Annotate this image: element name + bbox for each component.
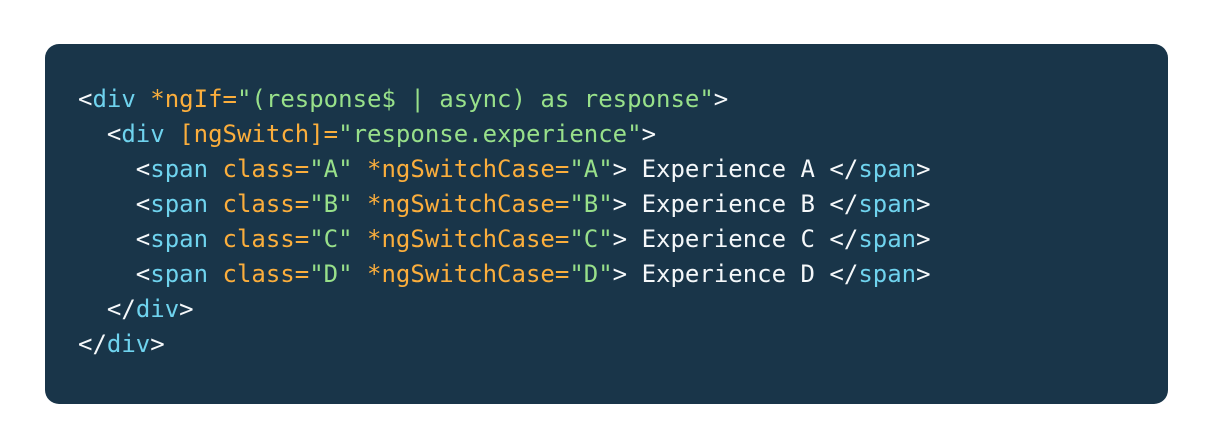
code-token-punct: >	[612, 260, 628, 288]
code-token-tag: span	[150, 190, 209, 218]
code-token-attr: *ngSwitchCase=	[367, 260, 570, 288]
code-token-plain	[78, 295, 107, 323]
code-token-string: "A"	[309, 155, 353, 183]
code-token-tag: span	[858, 225, 917, 253]
code-token-punct: </	[829, 260, 859, 288]
code-token-string: "B"	[569, 190, 613, 218]
code-token-tag: span	[150, 155, 209, 183]
code-token-punct: >	[612, 225, 628, 253]
code-token-punct: >	[916, 225, 931, 253]
code-token-string: "C"	[309, 225, 353, 253]
code-token-plain: Experience D	[627, 260, 830, 288]
code-token-punct: >	[179, 295, 194, 323]
code-token-attr: *ngSwitchCase=	[367, 155, 570, 183]
code-token-string: "(response$ | async) as response"	[236, 85, 714, 113]
code-token-plain	[353, 155, 367, 183]
code-token-punct: >	[641, 120, 657, 148]
code-line: </div>	[78, 327, 1148, 362]
code-token-plain	[165, 120, 179, 148]
code-token-attr: [ngSwitch]=	[179, 120, 339, 148]
code-line: </div>	[78, 292, 1148, 327]
code-token-punct: </	[106, 295, 136, 323]
code-token-punct: </	[829, 155, 859, 183]
code-token-attr: class=	[222, 225, 310, 253]
code-token-plain: Experience B	[627, 190, 830, 218]
code-token-attr: *ngIf=	[150, 85, 237, 113]
code-token-string: "D"	[309, 260, 353, 288]
code-token-plain	[136, 85, 150, 113]
code-token-plain	[353, 260, 367, 288]
code-token-plain	[78, 190, 136, 218]
code-token-punct: <	[135, 225, 151, 253]
code-token-punct: >	[612, 190, 628, 218]
code-token-attr: *ngSwitchCase=	[367, 225, 570, 253]
code-token-string: "response.experience"	[338, 120, 642, 148]
code-snippet-card: <div *ngIf="(response$ | async) as respo…	[45, 44, 1168, 404]
code-token-plain	[353, 225, 367, 253]
code-token-tag: div	[92, 85, 136, 113]
code-token-string: "D"	[569, 260, 613, 288]
code-token-punct: <	[106, 120, 122, 148]
code-token-string: "C"	[569, 225, 613, 253]
code-token-punct: >	[713, 85, 729, 113]
code-token-punct: <	[135, 155, 151, 183]
code-token-tag: div	[106, 330, 151, 358]
code-token-string: "A"	[569, 155, 613, 183]
code-token-punct: <	[78, 85, 93, 113]
code-line: <span class="A" *ngSwitchCase="A"> Exper…	[78, 152, 1148, 187]
code-token-punct: <	[135, 260, 151, 288]
code-token-punct: >	[916, 190, 931, 218]
code-token-tag: div	[135, 295, 180, 323]
code-token-plain	[208, 190, 222, 218]
code-token-punct: </	[829, 190, 859, 218]
code-token-plain	[208, 260, 222, 288]
code-token-plain	[78, 260, 136, 288]
code-token-tag: span	[150, 260, 209, 288]
code-token-tag: span	[150, 225, 209, 253]
code-token-plain	[208, 225, 222, 253]
code-token-attr: class=	[222, 155, 310, 183]
code-token-punct: </	[78, 330, 107, 358]
code-token-tag: span	[858, 155, 917, 183]
code-token-attr: class=	[222, 190, 310, 218]
code-line: <span class="C" *ngSwitchCase="C"> Exper…	[78, 222, 1148, 257]
code-token-tag: div	[121, 120, 165, 148]
code-token-plain	[353, 190, 367, 218]
code-token-attr: class=	[222, 260, 310, 288]
code-line: <span class="B" *ngSwitchCase="B"> Exper…	[78, 187, 1148, 222]
code-token-punct: >	[150, 330, 165, 358]
code-token-plain: Experience A	[627, 155, 830, 183]
code-token-plain	[208, 155, 222, 183]
code-token-plain: Experience C	[627, 225, 830, 253]
code-token-plain	[78, 225, 136, 253]
code-token-attr: *ngSwitchCase=	[367, 190, 570, 218]
code-line: <div [ngSwitch]="response.experience">	[78, 117, 1148, 152]
code-token-punct: >	[916, 260, 931, 288]
code-token-tag: span	[858, 190, 917, 218]
code-token-plain	[78, 155, 136, 183]
code-line: <div *ngIf="(response$ | async) as respo…	[78, 82, 1148, 117]
code-token-plain	[78, 120, 107, 148]
code-token-string: "B"	[309, 190, 353, 218]
code-token-tag: span	[858, 260, 917, 288]
code-token-punct: <	[135, 190, 151, 218]
code-token-punct: >	[612, 155, 628, 183]
code-token-punct: </	[829, 225, 859, 253]
code-token-punct: >	[916, 155, 931, 183]
code-line: <span class="D" *ngSwitchCase="D"> Exper…	[78, 257, 1148, 292]
code-block: <div *ngIf="(response$ | async) as respo…	[45, 44, 1168, 362]
